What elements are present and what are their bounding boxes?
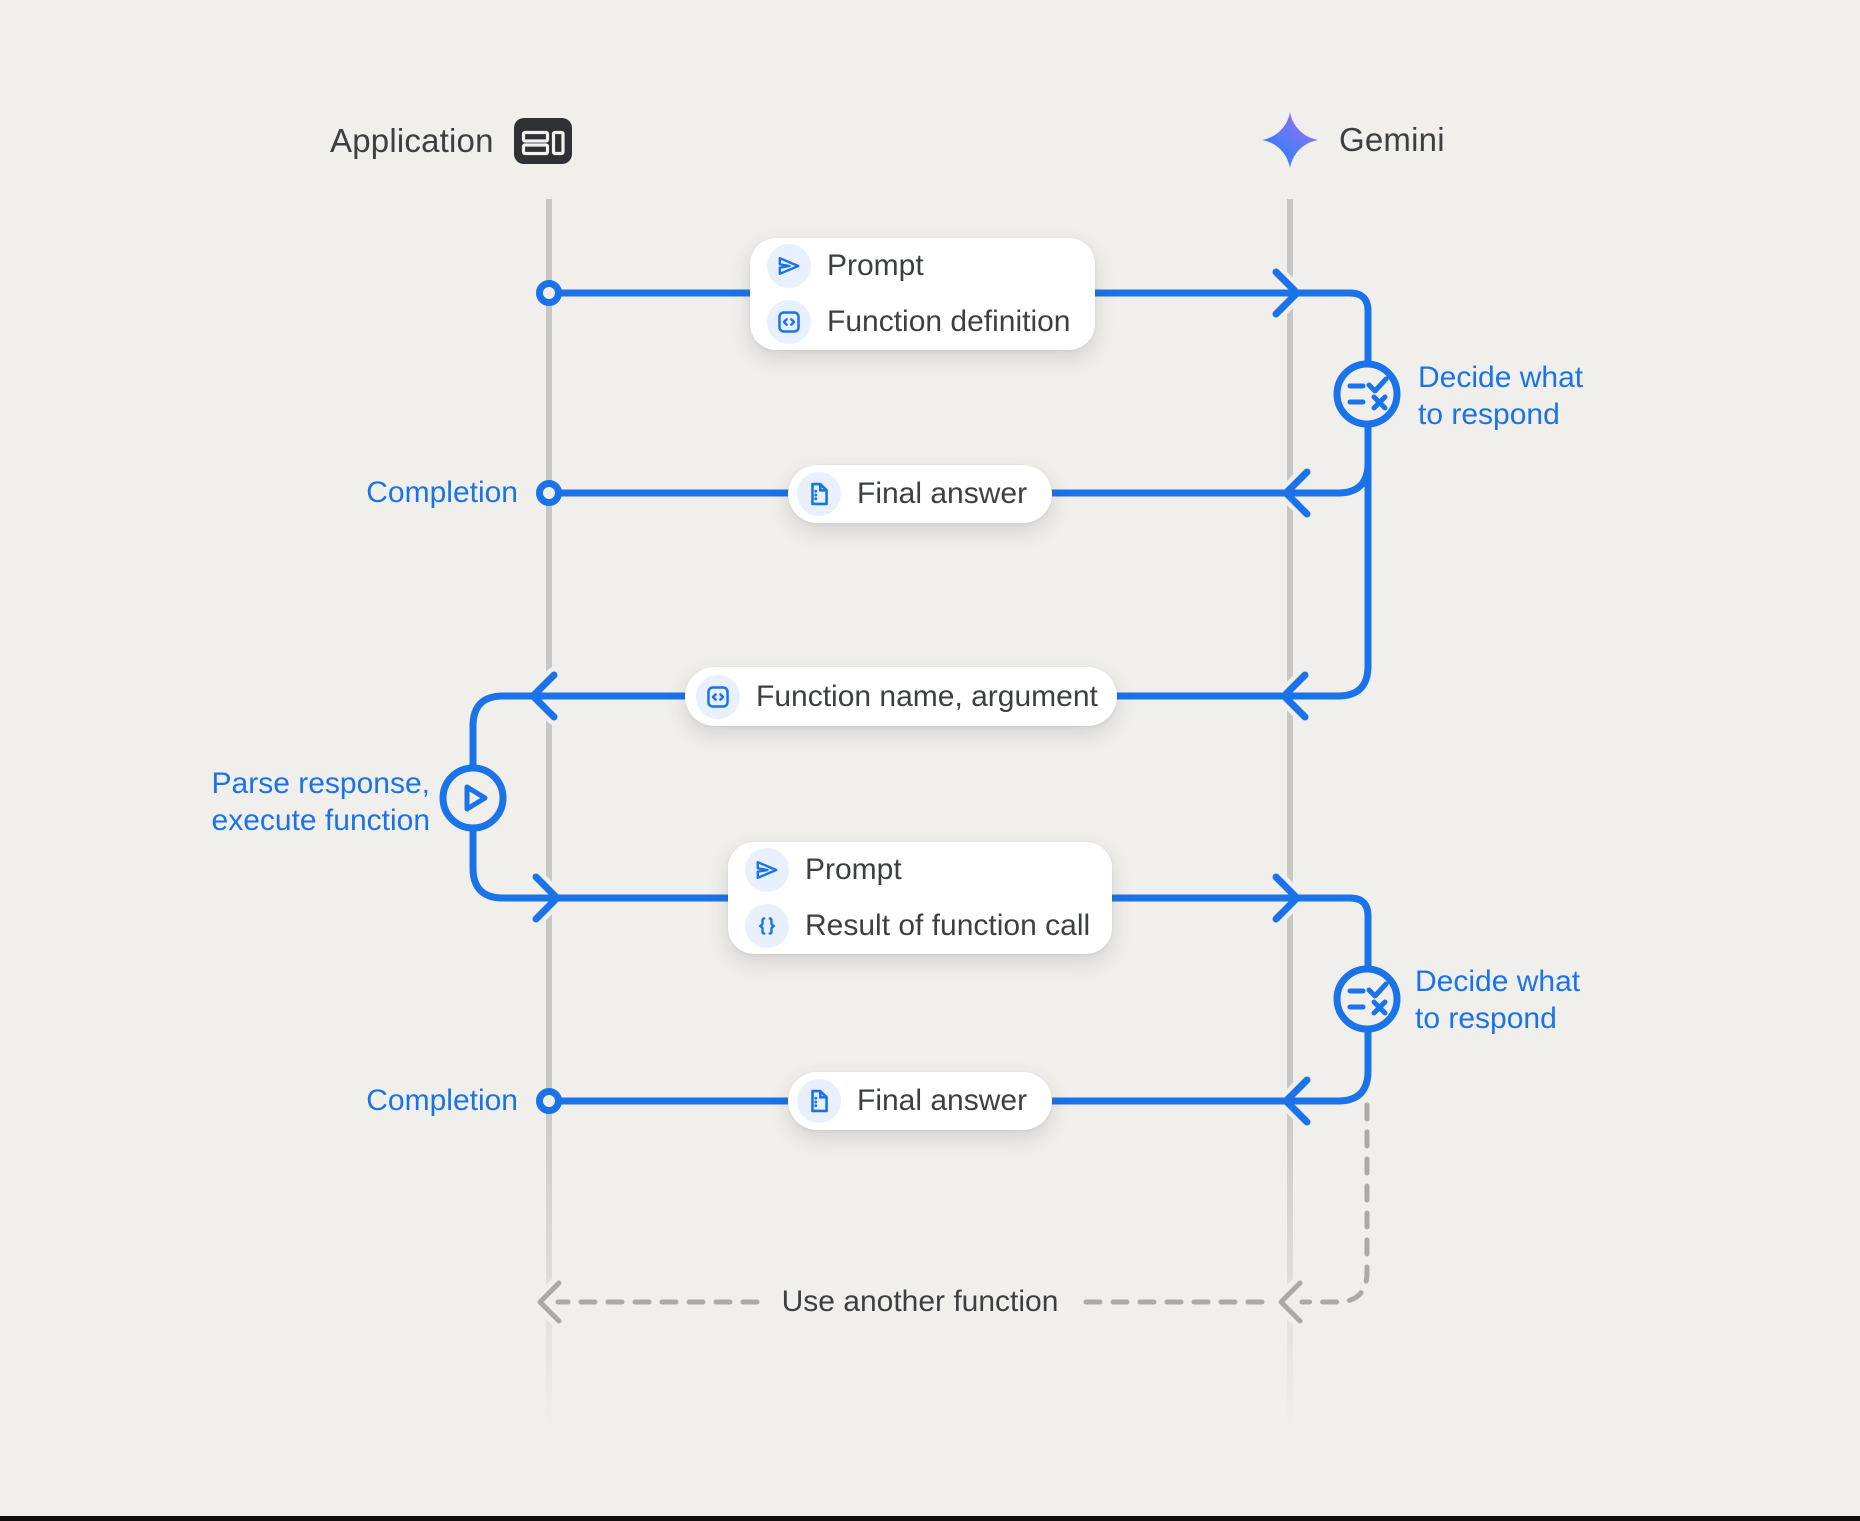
completion-circle-2	[536, 1088, 562, 1114]
arrowhead-left-1	[1282, 468, 1311, 518]
parse-execute-label-line1: Parse response,	[211, 767, 430, 800]
message-label: Function definition	[827, 305, 1071, 338]
message-pill-final-answer-2: Final answer	[788, 1072, 1052, 1130]
parse-execute-label: Parse response, execute function	[150, 765, 430, 839]
decide-label-2-line1: Decide what	[1415, 965, 1581, 998]
completion-label-2: Completion	[366, 1084, 518, 1117]
flow-final-answer-1-right	[1048, 459, 1372, 497]
message-label: Prompt	[805, 853, 902, 886]
gemini-sparkle-icon	[1261, 111, 1319, 169]
flow-prompt-to-gemini	[556, 289, 1372, 700]
decide-circle-2	[1333, 965, 1401, 1033]
message-label: Final answer	[857, 477, 1028, 510]
message-label: Prompt	[827, 249, 924, 282]
decide-label-2: Decide what to respond	[1415, 963, 1580, 1037]
message-row: Result of function call	[745, 904, 1112, 948]
arrowhead-right-3	[1272, 873, 1301, 923]
decide-label-1: Decide what to respond	[1418, 359, 1583, 433]
start-circle-1	[536, 280, 562, 306]
flow-paths	[469, 268, 1372, 1126]
message-box-prompt-function-definition: Prompt Function definition	[750, 238, 1095, 350]
braces-icon	[745, 904, 789, 948]
message-pill-final-answer-1: Final answer	[788, 465, 1052, 523]
message-pill-function-name: Function name, argument	[685, 667, 1117, 726]
decide-label-1-line1: Decide what	[1418, 361, 1584, 394]
decide-label-2-line2: to respond	[1415, 1002, 1557, 1035]
code-box-icon	[696, 674, 740, 719]
code-box-icon	[767, 300, 811, 344]
message-row: Function definition	[767, 300, 1095, 344]
completion-label-1: Completion	[366, 476, 518, 509]
bottom-border-strip	[0, 1516, 1860, 1521]
rule-checklist-icon	[1347, 981, 1389, 1016]
message-row: Prompt	[767, 244, 1095, 288]
arrowhead-right-2	[532, 873, 561, 923]
message-label: Final answer	[857, 1084, 1028, 1117]
execute-circle	[439, 764, 507, 832]
actor-application: Application	[330, 112, 572, 170]
decide-circle-1	[1333, 360, 1401, 428]
gray-arrowhead-left-gemini	[1278, 1280, 1303, 1324]
message-row: Prompt	[745, 848, 1112, 892]
play-icon	[464, 784, 488, 812]
message-label: Function name, argument	[756, 679, 1098, 713]
message-box-prompt-result: Prompt Result of function call	[728, 842, 1112, 954]
parse-execute-label-line2: execute function	[211, 804, 430, 837]
decide-label-1-line2: to respond	[1418, 398, 1560, 431]
application-title: Application	[330, 122, 494, 159]
document-icon	[797, 472, 841, 516]
use-another-function-path	[537, 1102, 1370, 1324]
send-icon	[745, 848, 789, 892]
completion-circle-1	[536, 480, 562, 506]
gemini-title: Gemini	[1339, 121, 1445, 158]
flow-execute-loop	[469, 692, 732, 902]
arrowhead-left-3	[529, 671, 558, 721]
actor-gemini: Gemini	[1261, 111, 1445, 169]
endpoint-circles	[536, 280, 562, 1114]
document-icon	[797, 1079, 841, 1123]
flow-halos	[465, 264, 1376, 1329]
arrowhead-left-2	[1280, 671, 1309, 721]
send-icon	[767, 244, 811, 288]
rule-checklist-icon	[1347, 376, 1389, 411]
arrowhead-right-1	[1272, 268, 1301, 318]
gray-arrowhead-left-application	[537, 1280, 562, 1324]
app-window-icon	[513, 118, 572, 164]
message-label: Result of function call	[805, 909, 1091, 942]
use-another-function-label: Use another function	[781, 1285, 1059, 1318]
arrowhead-left-4	[1282, 1076, 1311, 1126]
